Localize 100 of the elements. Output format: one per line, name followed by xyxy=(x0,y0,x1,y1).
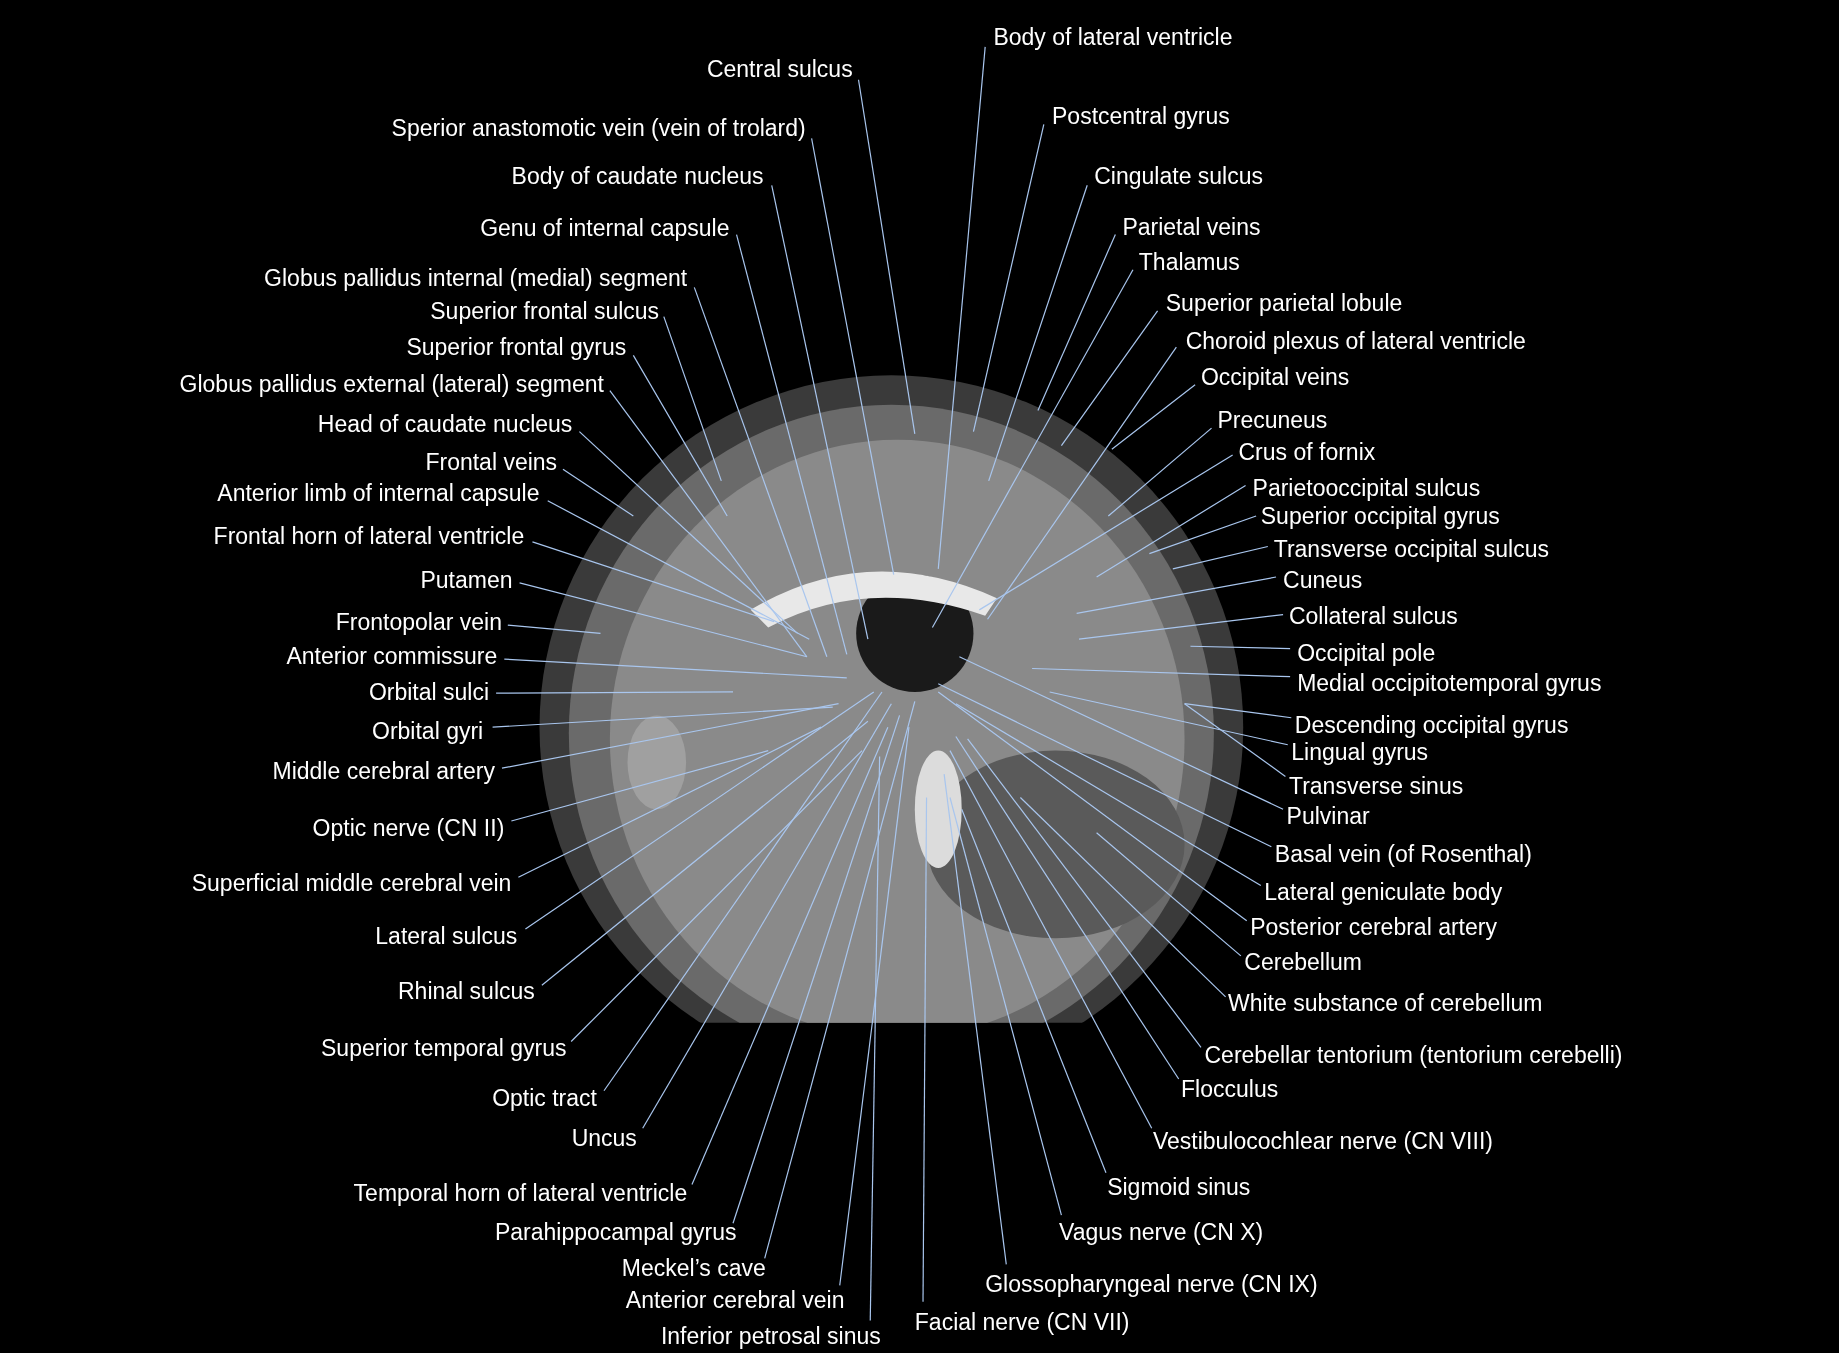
leader-line xyxy=(958,656,1284,810)
structure-label: Descending occipital gyrus xyxy=(1294,713,1569,739)
structure-label: Superior temporal gyrus xyxy=(321,1035,567,1062)
structure-label: Genu of internal capsule xyxy=(480,216,730,242)
structure-label: Transverse occipital sulcus xyxy=(1273,537,1549,563)
structure-label: Uncus xyxy=(571,1126,637,1152)
leader-line xyxy=(1076,576,1277,614)
leader-line xyxy=(972,123,1045,433)
leader-line xyxy=(1096,484,1247,578)
leader-line xyxy=(1148,515,1257,555)
leader-line xyxy=(869,755,881,1322)
structure-label: Superficial middle cerebral vein xyxy=(191,871,512,897)
leader-line xyxy=(541,720,869,986)
structure-label: Head of caudate nucleus xyxy=(317,411,573,438)
structure-label: Anterior cerebral vein xyxy=(625,1288,845,1314)
structure-label: Occipital pole xyxy=(1297,641,1436,668)
structure-label: Middle cerebral artery xyxy=(272,759,495,785)
leader-line xyxy=(531,541,775,623)
structure-label: Medial occipitotemporal gyrus xyxy=(1297,671,1602,697)
structure-label: Globus pallidus internal (medial) segment xyxy=(264,266,688,292)
leader-line xyxy=(524,691,875,930)
structure-label: Superior frontal gyrus xyxy=(406,335,627,361)
leader-line xyxy=(1107,427,1213,517)
structure-label: Lingual gyrus xyxy=(1291,740,1429,766)
structure-label: Choroid plexus of lateral ventricle xyxy=(1185,329,1526,356)
leader-line xyxy=(501,703,840,769)
structure-label: Sperior anastomotic vein (vein of trolard) xyxy=(391,116,806,142)
leader-line xyxy=(961,808,1107,1174)
leader-line xyxy=(955,703,1262,887)
leader-line xyxy=(632,354,728,517)
leader-line xyxy=(771,184,869,640)
leader-line xyxy=(1183,703,1292,719)
leader-line xyxy=(1049,691,1289,746)
structure-label: Vestibulocochlear nerve (CN VIII) xyxy=(1152,1129,1493,1155)
structure-label: Cerebellar tentorium (tentorium cerebelli) xyxy=(1204,1042,1623,1069)
structure-label: Sigmoid sinus xyxy=(1107,1175,1251,1201)
structure-label: Central sulcus xyxy=(706,57,853,83)
leader-line xyxy=(937,46,986,570)
leader-line xyxy=(495,691,734,694)
structure-label: Optic nerve (CN II) xyxy=(312,816,505,842)
structure-label: Globus pallidus external (lateral) segment xyxy=(179,372,604,398)
structure-label: Collateral sulcus xyxy=(1288,604,1458,630)
leader-line xyxy=(988,184,1088,482)
structure-label: Thalamus xyxy=(1138,250,1240,276)
structure-label: Meckel’s cave xyxy=(621,1256,766,1282)
leader-line xyxy=(547,500,810,640)
leader-line xyxy=(937,683,1272,848)
leader-line xyxy=(1060,310,1159,447)
leader-line xyxy=(507,624,602,634)
structure-label: Superior parietal lobule xyxy=(1165,291,1403,317)
leader-line xyxy=(937,691,1248,922)
structure-label: Rhinal sulcus xyxy=(398,979,535,1005)
structure-label: Inferior petrosal sinus xyxy=(660,1324,881,1350)
structure-label: Precuneus xyxy=(1217,408,1328,434)
structure-label: Parahippocampal gyrus xyxy=(494,1220,737,1246)
leader-line xyxy=(663,316,722,482)
leader-line xyxy=(510,750,769,822)
structure-label: Parietooccipital sulcus xyxy=(1252,476,1481,502)
structure-label: Pulvinar xyxy=(1286,804,1370,831)
structure-label: Lateral geniculate body xyxy=(1264,879,1503,906)
leader-line xyxy=(949,796,1062,1216)
structure-label: Lateral sulcus xyxy=(375,924,518,950)
leader-line xyxy=(1183,703,1286,777)
structure-label: Optic tract xyxy=(492,1086,597,1112)
structure-label: Superior occipital gyrus xyxy=(1260,504,1500,530)
leader-line xyxy=(693,286,828,658)
structure-label: Anterior limb of internal capsule xyxy=(217,481,540,507)
leader-line xyxy=(764,700,916,1260)
leader-line xyxy=(955,735,1180,1080)
structure-label: Anterior commissure xyxy=(286,644,498,670)
structure-label: Flocculus xyxy=(1181,1076,1279,1103)
leader-line xyxy=(943,773,1007,1265)
leader-line xyxy=(609,389,808,658)
leader-line xyxy=(562,468,634,517)
structure-label: Body of lateral ventricle xyxy=(993,24,1233,51)
leader-line xyxy=(839,726,910,1286)
structure-label: Putamen xyxy=(420,567,513,594)
leader-line xyxy=(967,738,1202,1048)
leader-line xyxy=(811,137,895,576)
leader-line xyxy=(922,796,928,1303)
structure-label: Crus of fornix xyxy=(1238,440,1376,466)
structure-label: Glossopharyngeal nerve (CN IX) xyxy=(985,1272,1318,1299)
leader-line xyxy=(1019,796,1227,998)
structure-label: Cuneus xyxy=(1283,567,1363,594)
leader-line xyxy=(986,346,1177,620)
leader-line xyxy=(1111,384,1196,450)
structure-label: Posterior cerebral artery xyxy=(1250,915,1497,941)
leader-line xyxy=(978,454,1234,611)
structure-label: Postcentral gyrus xyxy=(1052,104,1230,130)
structure-label: Facial nerve (CN VII) xyxy=(914,1310,1130,1336)
leader-line xyxy=(732,714,901,1224)
structure-label: Body of caudate nucleus xyxy=(511,164,764,190)
structure-label: Parietal veins xyxy=(1122,214,1261,241)
leader-line xyxy=(1172,545,1269,570)
leader-line xyxy=(1078,613,1284,640)
structure-label: White substance of cerebellum xyxy=(1227,991,1543,1017)
leader-line xyxy=(570,750,863,1043)
leader-line xyxy=(857,79,916,435)
structure-label: Cerebellum xyxy=(1244,950,1362,976)
leader-line xyxy=(1037,233,1116,412)
